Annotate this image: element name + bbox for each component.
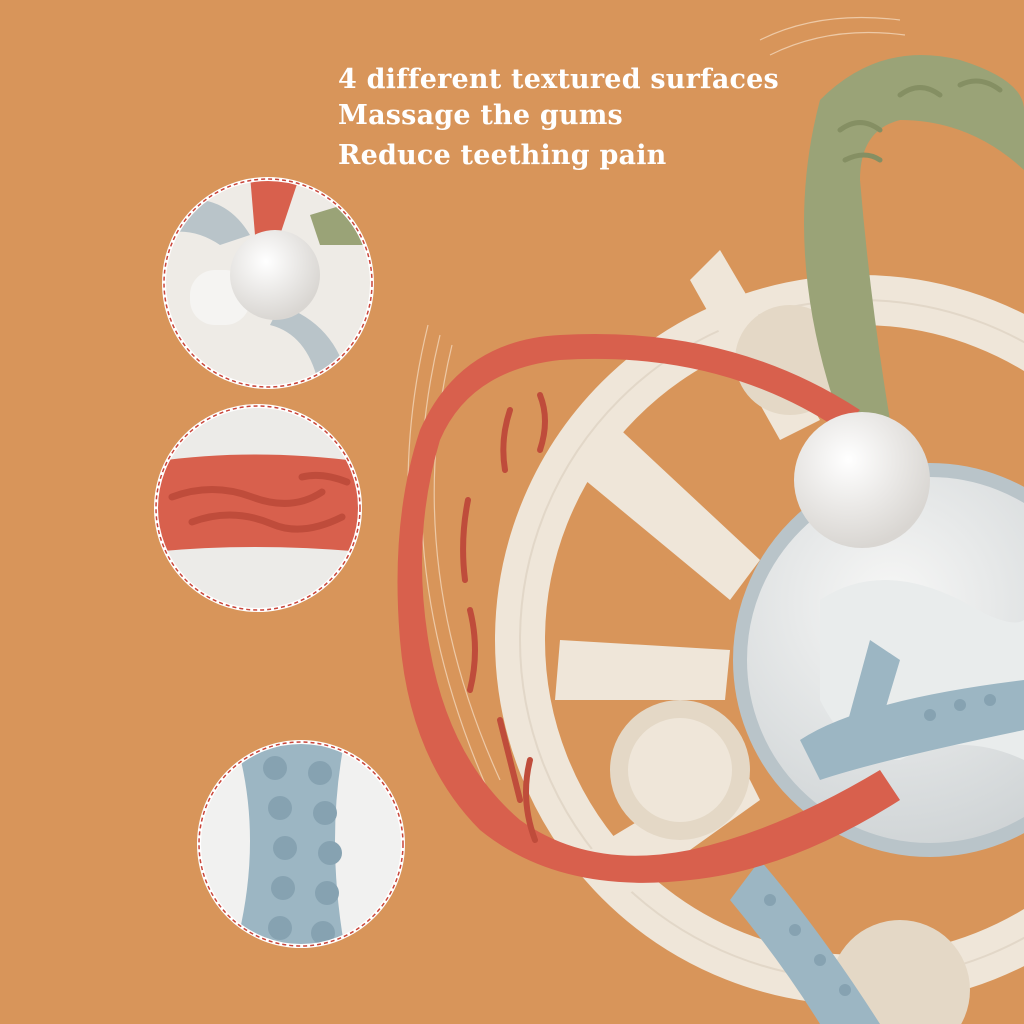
headline-line-1: 4 different textured surfaces [338, 64, 779, 95]
zoom-callout-ball [162, 177, 374, 389]
zoom-callout-bumps [197, 740, 405, 948]
headline-line-2: Massage the gums [338, 100, 623, 131]
green-handle [804, 55, 1024, 420]
headline-line-3: Reduce teething pain [338, 140, 667, 171]
blue-handle [730, 640, 1024, 1024]
zoom-callout-ridges [154, 404, 362, 612]
red-handle [397, 333, 900, 883]
center-ball [794, 412, 930, 548]
headline: 4 different textured surfaces Massage th… [338, 62, 779, 174]
